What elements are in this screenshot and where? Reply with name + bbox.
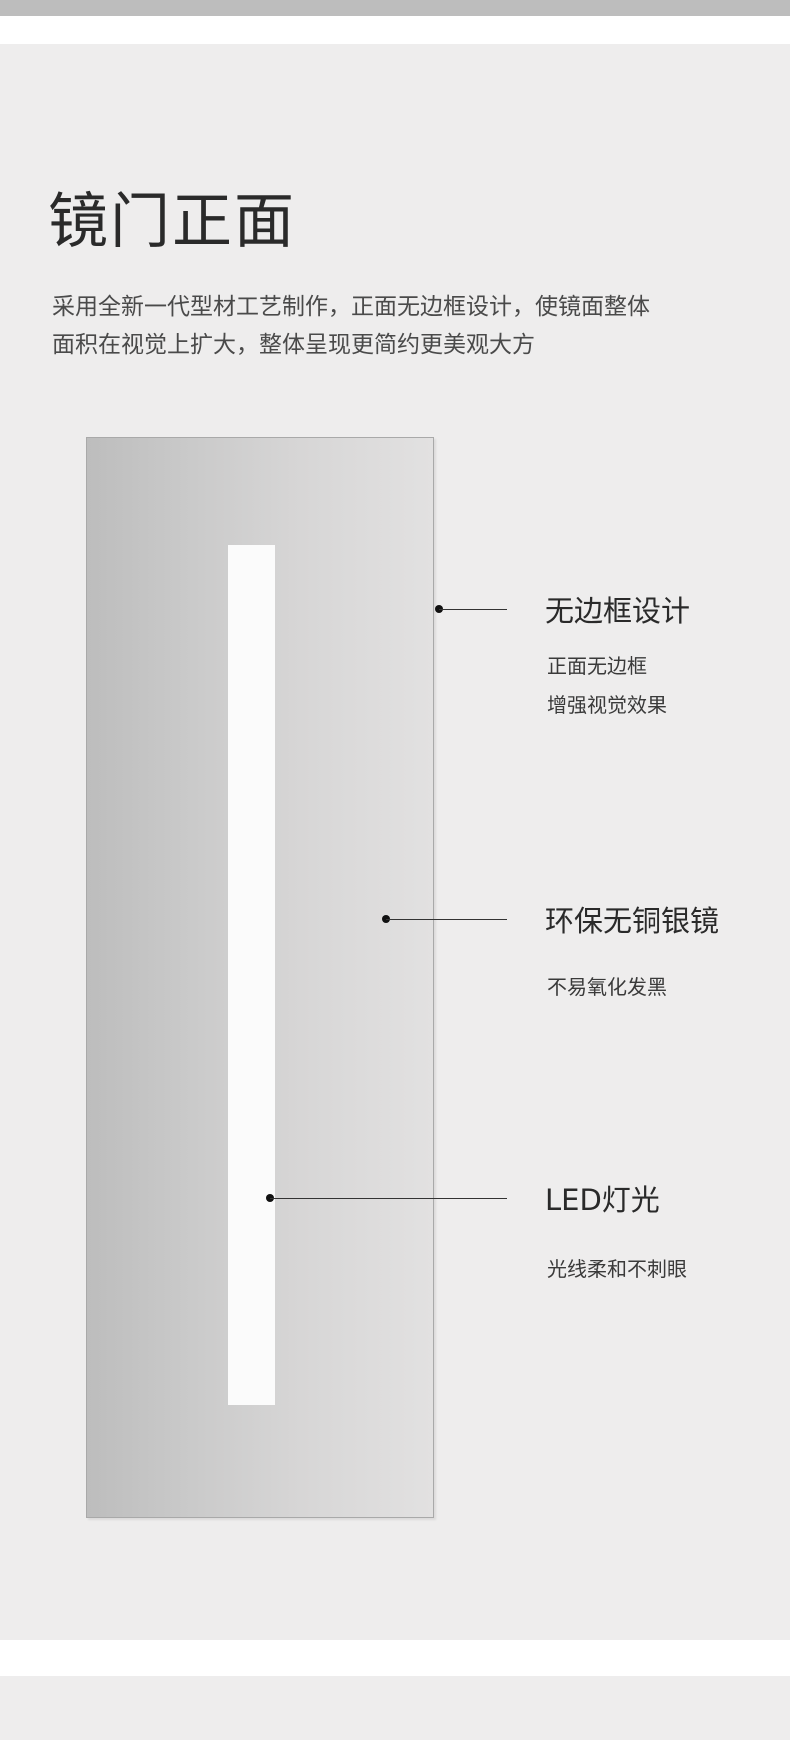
feature-title-led: LED灯光 [545,1183,660,1217]
next-section-panel [0,1676,790,1740]
page-title: 镜门正面 [48,187,296,257]
callout-line-silver-mirror [386,919,507,920]
top-divider-strip [0,0,790,16]
feature-detail-silver-mirror: 不易氧化发黑 [547,975,667,999]
feature-detail-frameless-2: 增强视觉效果 [547,693,667,717]
feature-detail-led: 光线柔和不刺眼 [547,1257,687,1281]
product-description: 采用全新一代型材工艺制作，正面无边框设计，使镜面整体 面积在视觉上扩大，整体呈现… [52,288,752,364]
feature-detail-frameless-1: 正面无边框 [547,654,647,678]
feature-title-frameless: 无边框设计 [545,594,691,628]
feature-title-silver-mirror: 环保无铜银镜 [545,904,720,938]
description-line-1: 采用全新一代型材工艺制作，正面无边框设计，使镜面整体 [52,294,650,320]
description-line-2: 面积在视觉上扩大，整体呈现更简约更美观大方 [52,332,535,358]
led-light-strip [228,545,275,1405]
callout-line-frameless [439,609,507,610]
callout-line-led [270,1198,507,1199]
